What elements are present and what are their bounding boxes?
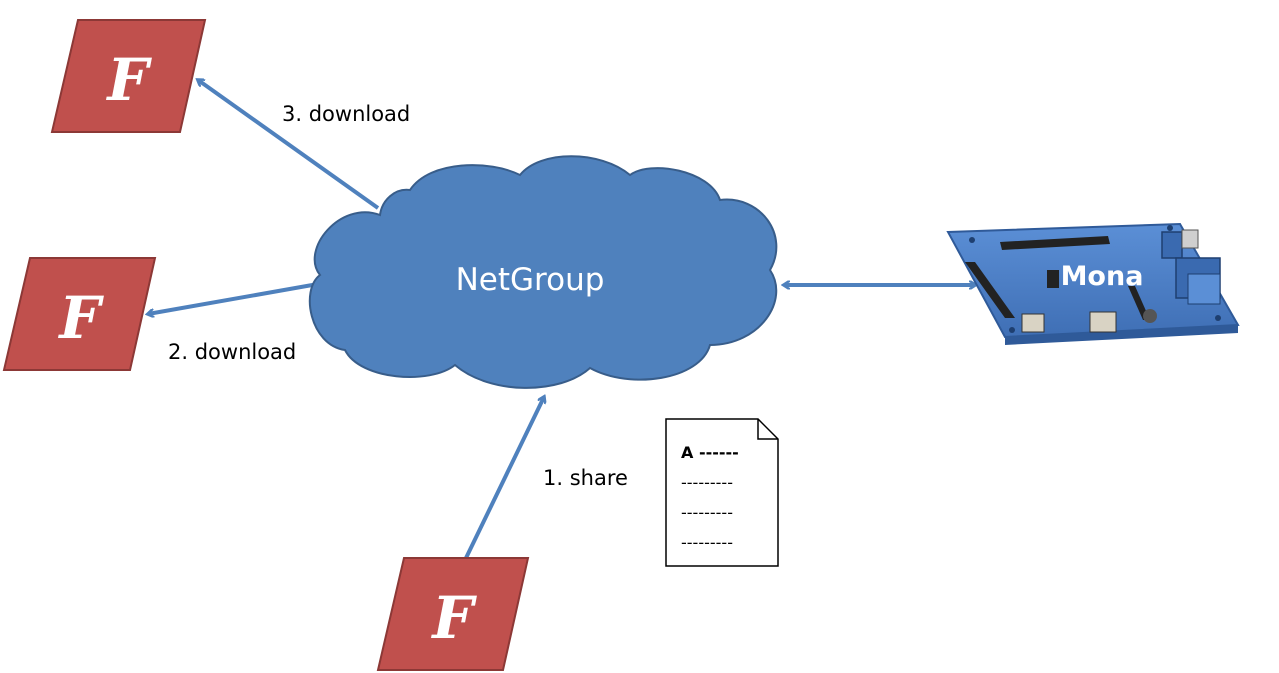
board-slot: [1000, 236, 1110, 250]
edge-label-download-2: 2. download: [168, 340, 296, 364]
edge-label-share-1: 1. share: [543, 466, 628, 490]
board-slot: [965, 262, 1015, 318]
board-port: [1187, 273, 1221, 305]
document-line: ---------: [681, 533, 733, 552]
mona-board: Mona: [946, 222, 1240, 345]
board-chip: [1047, 270, 1059, 288]
board-port: [1161, 231, 1183, 259]
shared-document: A ------ --------- --------- ---------: [665, 418, 779, 567]
board-component: [1143, 309, 1157, 323]
flash-icon: F: [57, 284, 104, 352]
cloud-label: NetGroup: [456, 262, 605, 298]
mona-label: Mona: [1061, 261, 1144, 292]
document-line: ---------: [681, 503, 733, 522]
board-slot: [1128, 286, 1150, 320]
flash-client-top: F: [50, 19, 207, 133]
document-line: ---------: [681, 473, 733, 492]
edge-label-download-3: 3. download: [282, 102, 410, 126]
arrow-share-1: [464, 397, 544, 559]
arrow-download-2: [148, 282, 319, 314]
flash-icon: F: [105, 46, 152, 114]
flash-client-bottom: F: [376, 557, 530, 671]
netgroup-cloud: NetGroup: [308, 155, 778, 389]
board-component: [1089, 311, 1117, 333]
arrows: [148, 80, 975, 559]
arrow-download-3: [198, 80, 380, 210]
document-line: A ------: [681, 443, 739, 462]
board-component: [1021, 313, 1045, 333]
board-port: [1181, 229, 1199, 249]
flash-client-middle: F: [2, 257, 157, 371]
flash-icon: F: [430, 584, 477, 652]
